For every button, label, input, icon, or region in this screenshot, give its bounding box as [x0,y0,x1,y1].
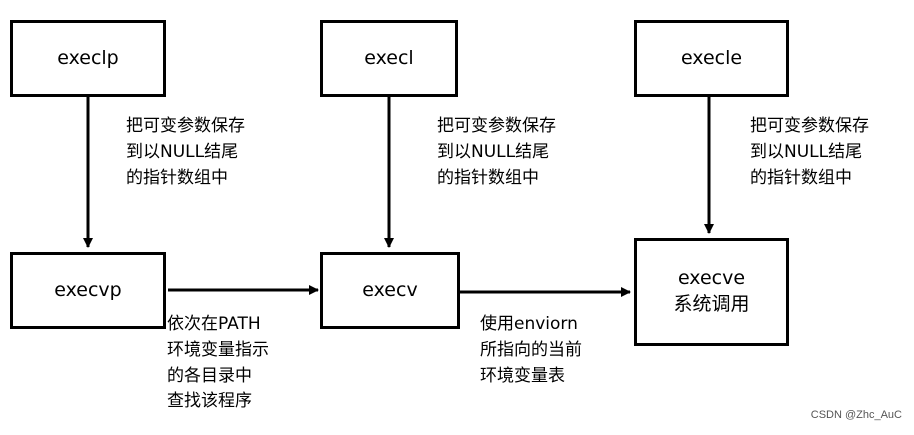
note-line: 到以NULL结尾 [126,141,239,162]
node-execv: execv [320,252,460,329]
node-execvp: execvp [10,252,166,329]
note-line: 的指针数组中 [437,167,539,188]
node-execve-label: execve [677,267,746,290]
node-execve: execve 系统调用 [634,238,789,346]
note-line: 到以NULL结尾 [437,141,550,162]
node-execle-label: execle [680,46,743,69]
note-line: 使用enviorn [480,314,578,334]
node-execl: execl [320,20,458,97]
note-line: 环境变量表 [480,365,565,386]
node-execlp: execlp [10,20,166,97]
node-execv-label: execv [362,278,418,301]
node-execle: execle [634,20,789,97]
note-execv-to-execve: 使用enviorn 所指向的当前 环境变量表 [480,312,582,389]
note-execlp-to-execvp: 把可变参数保存 到以NULL结尾 的指针数组中 [126,114,245,191]
note-line: 的各目录中 [167,365,252,386]
note-line: 把可变参数保存 [750,116,869,136]
note-execl-to-execv: 把可变参数保存 到以NULL结尾 的指针数组中 [437,114,556,191]
note-line: 环境变量指示 [167,339,269,360]
note-execle-to-execve: 把可变参数保存 到以NULL结尾 的指针数组中 [750,114,869,191]
note-line: 把可变参数保存 [126,116,245,136]
note-line: 依次在PATH [167,314,261,334]
node-execvp-label: execvp [54,278,122,301]
note-line: 查找该程序 [167,391,252,412]
note-line: 所指向的当前 [480,339,582,360]
watermark: CSDN @Zhc_AuC [810,409,902,421]
note-line: 到以NULL结尾 [750,141,863,162]
node-execve-sublabel: 系统调用 [673,293,750,315]
note-execvp-to-execv: 依次在PATH 环境变量指示 的各目录中 查找该程序 [167,312,269,415]
note-line: 把可变参数保存 [437,116,556,136]
note-line: 的指针数组中 [750,167,852,188]
node-execlp-label: execlp [57,46,119,69]
note-line: 的指针数组中 [126,167,228,188]
node-execl-label: execl [364,46,414,69]
